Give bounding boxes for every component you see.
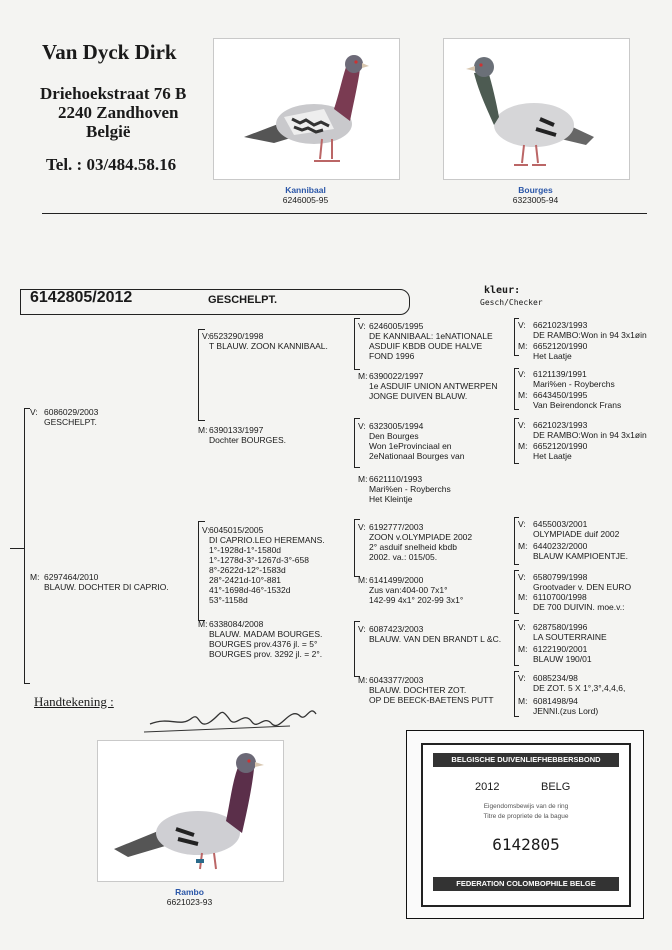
gggp-m: 6652120/1990 Het Laatje [533,341,588,361]
photo-kannibaal [213,38,400,180]
photo-caption-ring: 6621023-93 [166,897,213,907]
mother-sex: M: [30,572,40,582]
gggp-m: 6110700/1998 DE 700 DUIVIN. moe.v.: [533,592,625,612]
photo-caption-ring: 6246005-95 [282,195,329,205]
gggp-v: 6085234/98 DE ZOT. 5 X 1°,3°,4,4,6, [533,673,626,693]
ggp-entry: 6087423/2003 BLAUW. VAN DEN BRANDT L &C. [369,624,502,644]
ggp-entry: 6390022/1997 1e ASDUIF UNION ANTWERPEN J… [369,371,498,401]
owner-name: Van Dyck Dirk [42,40,177,64]
gggp-m: 6652120/1990 Het Laatje [533,441,588,461]
owner-city: 2240 Zandhoven [58,103,179,122]
pigeon-image [114,753,264,870]
certificate-org-top: BELGISCHE DUIVENLIEFHEBBERSBOND [433,753,619,767]
ring-frame [20,289,410,315]
mother-entry: 6297464/2010 BLAUW. DOCHTER DI CAPRIO. [44,572,169,592]
gggp-v: 6287580/1996 LA SOUTERRAINE [533,622,607,642]
ggp-sex: M: [358,371,368,381]
signature-label: Handtekening : [34,694,114,709]
certificate-line2: Titre de propriete de la bague [483,813,569,820]
header-rule [42,213,647,214]
mother-bracket [198,521,205,621]
subject-connector [10,548,24,549]
owner-street: Driehoekstraat 76 B [40,84,187,103]
ggp-sex: M: [358,575,368,585]
certificate-frame: BELGISCHE DUIVENLIEFHEBBERSBOND 2012 BEL… [421,743,631,907]
photo-caption-ring: 6323005-94 [512,195,559,205]
ring-certificate: BELGISCHE DUIVENLIEFHEBBERSBOND 2012 BEL… [406,730,644,919]
kleur-value: Gesch/Checker [480,298,543,307]
gp-fm-sex: M: [198,425,208,435]
gp-fm-entry: 6390133/1997 Dochter BOURGES. [209,425,286,445]
father-sex: V: [30,407,38,417]
bird-type: GESCHELPT. [208,294,278,306]
gp-mf-entry: 6045015/2005 DI CAPRIO.LEO HEREMANS. 1°-… [209,525,325,605]
gggp-v: 6121139/1991 Mari%en - Royberchs [533,369,615,389]
gp-mf-sex: V: [202,525,210,535]
ggp-entry: 6621110/1993 Mari%en - Royberchs Het Kle… [369,474,451,504]
gp-ff-entry: 6523290/1998 T BLAUW. ZOON KANNIBAAL. [209,331,328,351]
ggp-entry: 6141499/2000 Zus van:404-00 7x1° 142-99 … [369,575,464,605]
certificate-year: 2012 [475,781,500,793]
gp-mm-sex: M: [198,619,208,629]
photo-caption-name: Kannibaal [285,185,326,195]
certificate-line1: Eigendomsbewijs van de ring [483,803,569,810]
ggp-entry: 6043377/2003 BLAUW. DOCHTER ZOT. OP DE B… [369,675,494,705]
gggp-m: 6643450/1995 Van Beirendonck Frans [533,390,622,410]
bird-ring-number: 6142805/2012 [30,289,133,306]
gp-ff-sex: V: [202,331,210,341]
gggp-m: 6122190/2001 BLAUW 190/01 [533,644,592,664]
gggp-m: 6081498/94 JENNI.(zus Lord) [533,696,599,716]
ggp-sex: V: [358,421,366,431]
signature-image [143,710,317,733]
photo-caption-name: Rambo [175,887,204,897]
owner-country: België [86,122,131,141]
ggp-sex: V: [358,624,366,634]
father-bracket [198,329,205,421]
certificate-number: 6142805 [492,835,560,854]
gggp-v: 6621023/1993 DE RAMBO:Won in 94 3x1øin [533,420,647,440]
photo-caption-name: Bourges [518,185,553,195]
ggp-sex: V: [358,522,366,532]
ggp-entry: 6323005/1994 Den Bourges Won 1eProvincia… [369,421,465,461]
kleur-label: kleur: [484,285,521,296]
gggp-v: 6580799/1998 Grootvader v. DEN EURO [533,572,632,592]
ggp-entry: 6192777/2003 ZOON v.OLYMPIADE 2002 2° as… [369,522,473,562]
ggp-entry: 6246005/1995 DE KANNIBAAL: 1eNATIONALE A… [369,321,493,361]
ggp-sex: M: [358,474,368,484]
gp-mm-entry: 6338084/2008 BLAUW. MADAM BOURGES. BOURG… [209,619,323,659]
parents-bracket [24,408,25,683]
father-entry: 6086029/2003 GESCHELPT. [44,407,99,427]
ggp-sex: M: [358,675,368,685]
photo-rambo [97,740,284,882]
pigeon-image [466,57,594,166]
gggp-v: 6455003/2001 OLYMPIADE duif 2002 [533,519,620,539]
certificate-country: BELG [541,781,571,793]
photo-bourges [443,38,630,180]
ggp-sex: V: [358,321,366,331]
gggp-v: 6621023/1993 DE RAMBO:Won in 94 3x1øin [533,320,647,340]
pigeon-image [244,55,369,162]
owner-tel: Tel. : 03/484.58.16 [46,155,177,174]
certificate-org-bottom: FEDERATION COLOMBOPHILE BELGE [433,877,619,891]
gggp-m: 6440232/2000 BLAUW KAMPIOENTJE. [533,541,628,561]
